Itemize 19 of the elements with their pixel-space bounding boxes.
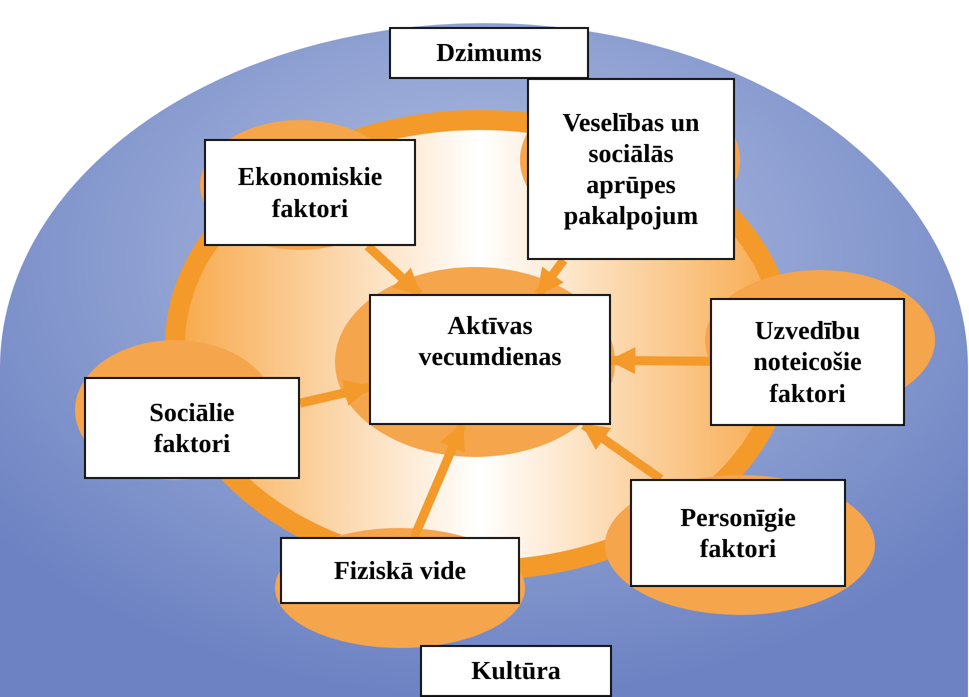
node-text: Dzimums — [436, 37, 542, 69]
text-box — [527, 78, 735, 260]
node-text: Aktīvas vecumdienas — [418, 310, 562, 372]
text-box — [204, 139, 416, 246]
text-box — [84, 377, 300, 479]
text-box — [710, 298, 905, 426]
node-text: Kultūra — [471, 655, 561, 687]
node-text: Sociālie faktori — [148, 396, 236, 460]
text-box — [389, 27, 589, 79]
text-box — [630, 479, 846, 587]
node-text: Ekonomiskie faktori — [236, 161, 384, 224]
arrow — [410, 422, 466, 539]
text-box — [280, 537, 520, 604]
node-text: Veselības un sociālās aprūpes pakalpojum — [561, 106, 701, 232]
text-box — [420, 645, 612, 697]
node-text: Fiziskā vide — [334, 554, 466, 586]
node-text: Uzvedību noteicošie faktori — [752, 315, 863, 409]
node-text: Personīgie faktori — [679, 502, 797, 564]
text-box — [369, 294, 611, 425]
